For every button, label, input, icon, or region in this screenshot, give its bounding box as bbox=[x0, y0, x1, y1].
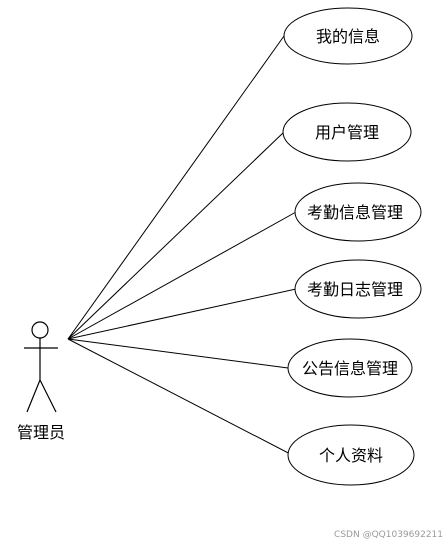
actor-left-leg bbox=[26, 379, 41, 413]
use-case-label: 考勤信息管理 bbox=[307, 203, 403, 222]
use-case-ellipse bbox=[282, 102, 412, 162]
association-line bbox=[67, 211, 297, 340]
use-case-announcement-management[interactable]: 公告信息管理 bbox=[287, 338, 413, 398]
use-case-label: 个人资料 bbox=[319, 446, 383, 465]
association-line bbox=[67, 35, 285, 340]
use-case-ellipse bbox=[294, 259, 422, 319]
use-case-user-management[interactable]: 用户管理 bbox=[282, 102, 412, 162]
use-case-ellipse bbox=[283, 7, 413, 65]
association-line bbox=[67, 338, 289, 369]
use-case-ellipse bbox=[287, 424, 415, 486]
actor-head bbox=[31, 321, 49, 339]
actor-label: 管理员 bbox=[17, 423, 65, 442]
use-case-label: 考勤日志管理 bbox=[307, 280, 403, 299]
watermark-text: CSDN @QQ1039692211 bbox=[334, 530, 443, 540]
use-case-personal-profile[interactable]: 个人资料 bbox=[287, 424, 415, 486]
use-case-attendance-info-management[interactable]: 考勤信息管理 bbox=[294, 182, 422, 242]
association-line bbox=[67, 288, 297, 340]
association-line bbox=[67, 338, 299, 459]
use-case-label: 我的信息 bbox=[316, 27, 380, 46]
actor-right-leg bbox=[39, 379, 57, 413]
association-line bbox=[67, 131, 285, 340]
use-case-my-info[interactable]: 我的信息 bbox=[283, 7, 413, 65]
use-case-ellipse bbox=[287, 338, 413, 398]
use-case-attendance-log-management[interactable]: 考勤日志管理 bbox=[294, 259, 422, 319]
associations bbox=[67, 35, 299, 459]
use-case-ellipse bbox=[294, 182, 422, 242]
use-case-label: 用户管理 bbox=[315, 123, 379, 142]
actor-figure bbox=[24, 321, 58, 413]
use-case-label: 公告信息管理 bbox=[302, 359, 398, 378]
